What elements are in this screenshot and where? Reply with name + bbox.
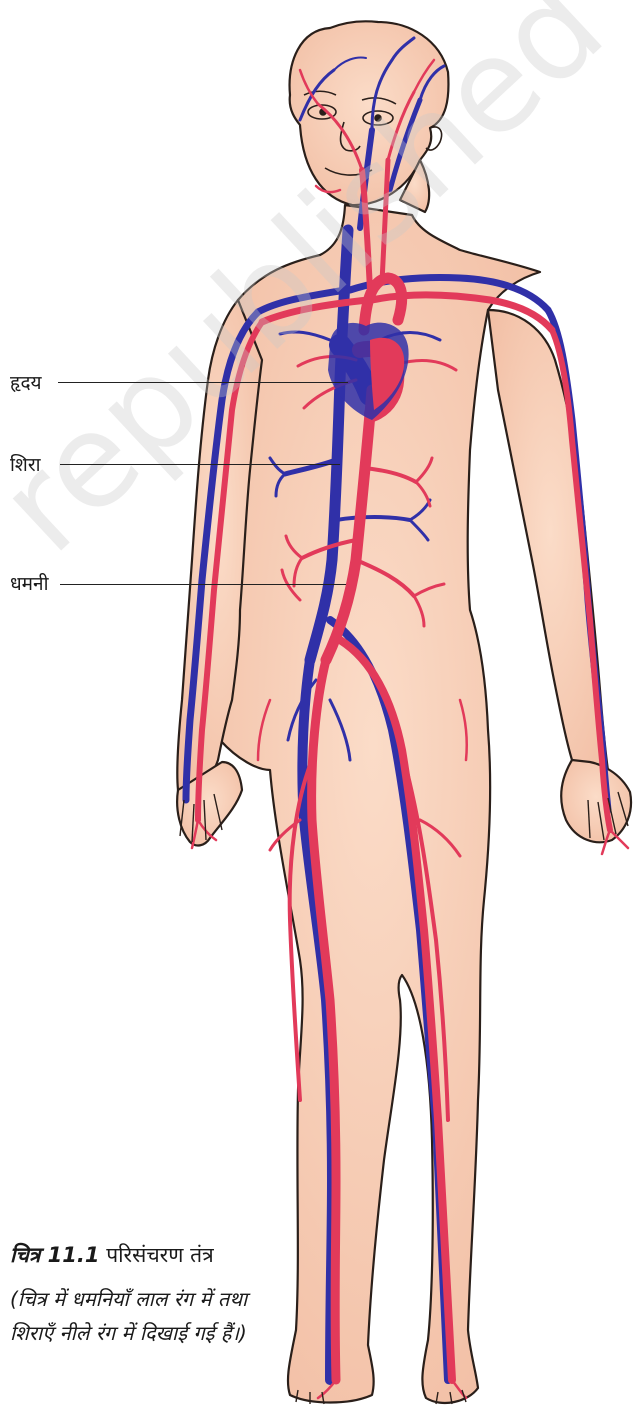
figure-number: चित्र 11.1 (10, 1243, 100, 1267)
leader-line-artery (60, 584, 346, 585)
label-heart: हृदय (10, 369, 42, 395)
figure-note: (चित्र में धमनियाँ लाल रंग में तथा शिराए… (10, 1282, 280, 1350)
leader-line-heart (58, 382, 348, 383)
figure-caption: चित्र 11.1 परिसंचरण तंत्र (चित्र में धमन… (10, 1240, 280, 1350)
label-artery: धमनी (10, 570, 49, 596)
figure-title: परिसंचरण तंत्र (106, 1243, 214, 1267)
label-vein: शिरा (10, 451, 41, 477)
leader-line-vein (60, 464, 340, 465)
